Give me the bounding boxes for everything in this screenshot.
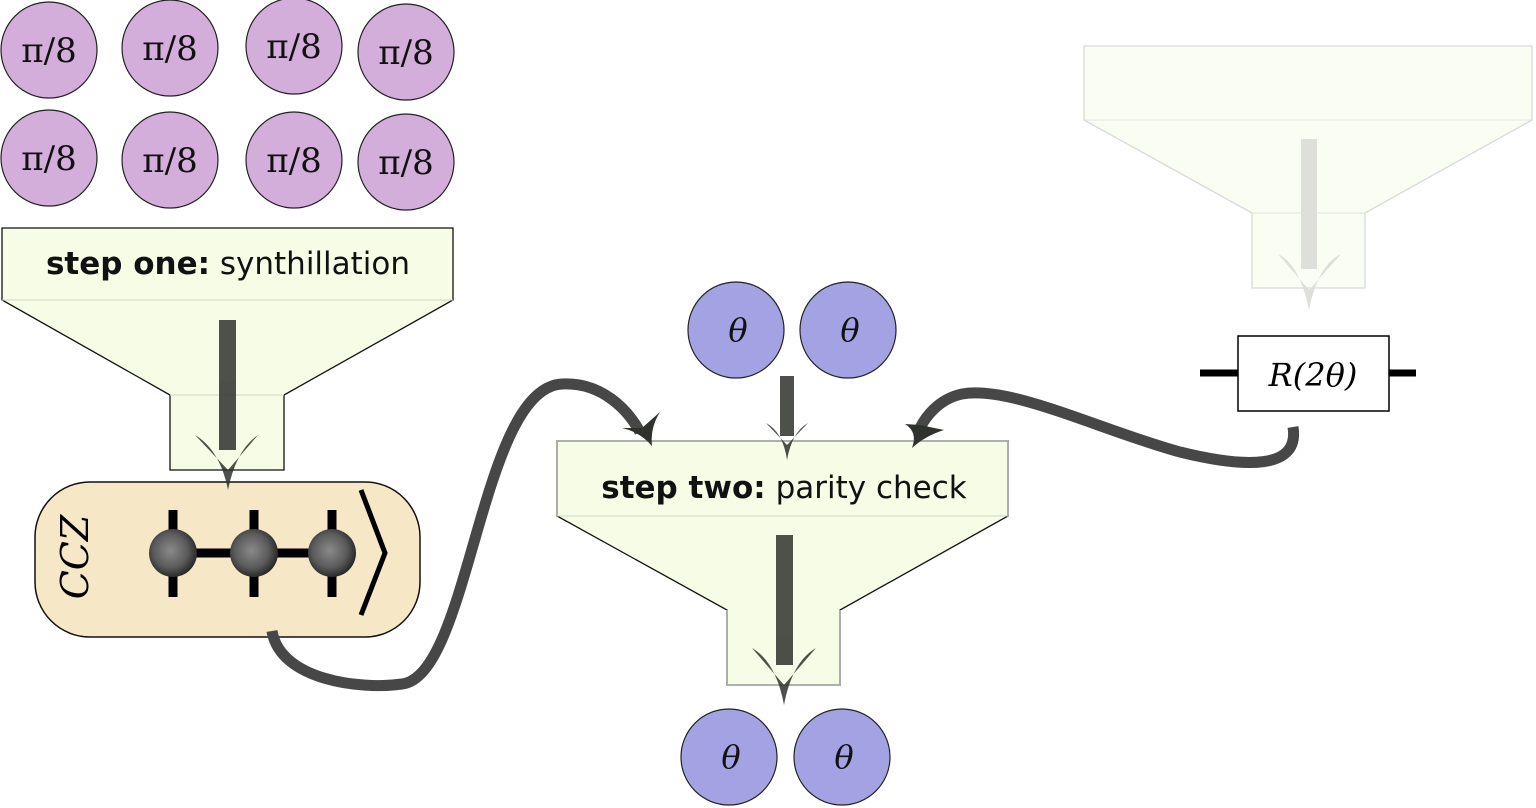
theta-label: θ <box>728 311 747 349</box>
ccz-label: CCZ <box>53 514 97 599</box>
pi8-label: π/8 <box>142 29 197 69</box>
pi8-state <box>357 3 455 101</box>
pi8-label: π/8 <box>21 31 76 71</box>
pi8-state <box>121 111 219 209</box>
arrow-theta-in <box>766 376 808 460</box>
pi8-label: π/8 <box>378 33 433 73</box>
qubit-node <box>230 529 278 577</box>
theta-output-state <box>793 708 891 806</box>
theta-output-state <box>680 708 778 806</box>
pi8-state <box>0 109 98 207</box>
theta-label: θ <box>834 738 853 776</box>
funnel-faded <box>1083 45 1533 310</box>
pi8-label: π/8 <box>142 141 197 181</box>
pi8-label: π/8 <box>266 141 321 181</box>
ccz-state: CCZ <box>34 481 421 638</box>
pi8-label: π/8 <box>378 143 433 183</box>
pi8-state <box>245 0 343 95</box>
pi8-state <box>245 111 343 209</box>
qubit-node <box>149 529 197 577</box>
arrow-step-one <box>195 320 258 490</box>
rotation-to-step-two-wire <box>905 387 1300 468</box>
ket-bracket <box>358 489 388 616</box>
step-one-title: step one: synthillation <box>46 246 410 282</box>
pi8-label: π/8 <box>21 139 76 179</box>
pi8-inputs <box>0 0 455 211</box>
theta-input-state <box>799 281 897 379</box>
rotation-gate-label: R(2θ) <box>1268 356 1358 394</box>
pi8-label: π/8 <box>266 27 321 67</box>
theta-label: θ <box>840 311 859 349</box>
theta-label: θ <box>721 738 740 776</box>
rotation-gate: R(2θ) <box>1200 335 1416 412</box>
arrow-step-two-out <box>752 535 816 705</box>
pi8-state <box>357 113 455 211</box>
theta-input-state <box>687 281 785 379</box>
pi8-state <box>0 1 98 99</box>
qubit-node <box>308 529 356 577</box>
ccz-to-step-two-wire <box>266 378 660 692</box>
pi8-state <box>121 0 219 97</box>
step-two-title: step two: parity check <box>601 470 966 506</box>
